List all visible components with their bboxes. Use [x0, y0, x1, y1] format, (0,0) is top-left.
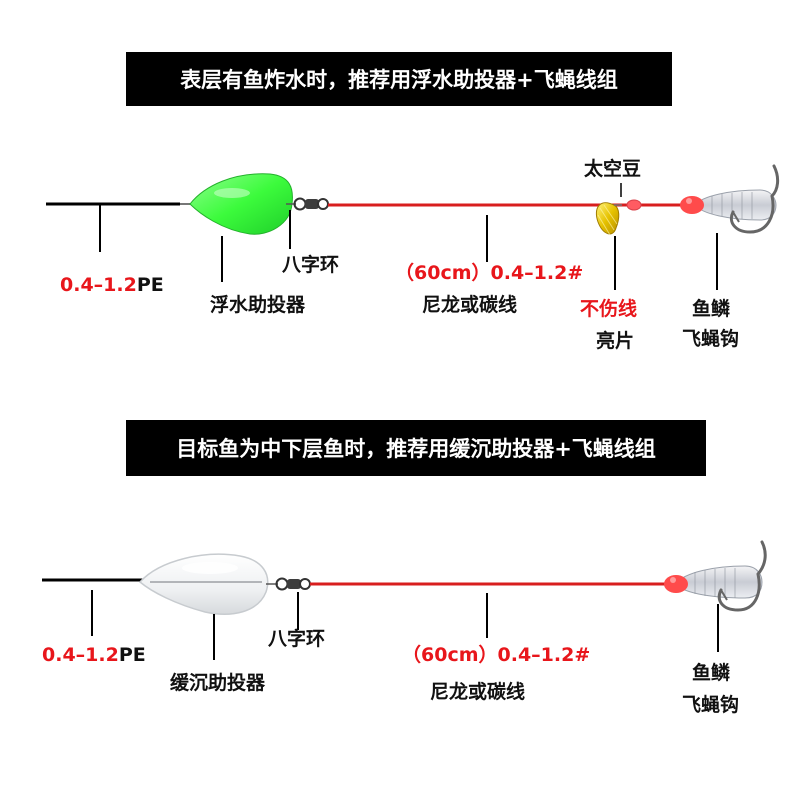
rig2-hook-label-line1: 鱼鳞 [692, 662, 731, 684]
rig2-pe-label: 0.4–1.2PE [42, 646, 146, 665]
rig1-leader-type: 尼龙或碳线 [422, 294, 518, 316]
rig1-floating-caster [189, 173, 293, 235]
rig2-sinking-caster [138, 553, 269, 615]
rig1-swivel-label: 八字环 [282, 254, 340, 276]
rig2-leader-spec: （60cm）0.4–1.2# [402, 644, 591, 666]
rig1-leader-spec: （60cm）0.4–1.2# [395, 262, 584, 284]
rig1-spinner-blade [595, 202, 622, 236]
rig1-fly-hook [680, 164, 780, 234]
rig2-drawing [42, 540, 767, 660]
rig1-banner: 表层有鱼炸水时，推荐用浮水助投器+飞蝇线组 [126, 52, 672, 106]
rig2-swivel [266, 577, 311, 591]
rig1-hook-label-line1: 鱼鳞 [692, 298, 731, 320]
rig1-hook-label-line2: 飞蝇钩 [682, 328, 740, 350]
rig1-pe-unit: PE [136, 274, 164, 296]
rig1-drawing [46, 164, 780, 290]
rig2-banner: 目标鱼为中下层鱼时，推荐用缓沉助投器+飞蝇线组 [126, 420, 706, 476]
rig2-pe-unit: PE [118, 644, 146, 666]
rig1-pe-label: 0.4–1.2PE [60, 276, 164, 295]
rig1-pe-number: 0.4–1.2 [60, 274, 137, 296]
rig1-spinner-note: 不伤线 [580, 298, 638, 320]
rig2-float-label: 缓沉助投器 [170, 672, 266, 694]
rig1-bead-label: 太空豆 [584, 158, 642, 180]
rig1-float-label: 浮水助投器 [210, 294, 306, 316]
rig1-spinner-label: 亮片 [596, 330, 635, 352]
rig2-swivel-label: 八字环 [268, 628, 326, 650]
rig2-fly-hook [664, 540, 767, 612]
rig2-pe-number: 0.4–1.2 [42, 644, 119, 666]
rig2-hook-label-line2: 飞蝇钩 [682, 694, 740, 716]
rig2-leader-type: 尼龙或碳线 [430, 681, 526, 703]
rig1-space-bead [620, 183, 642, 211]
